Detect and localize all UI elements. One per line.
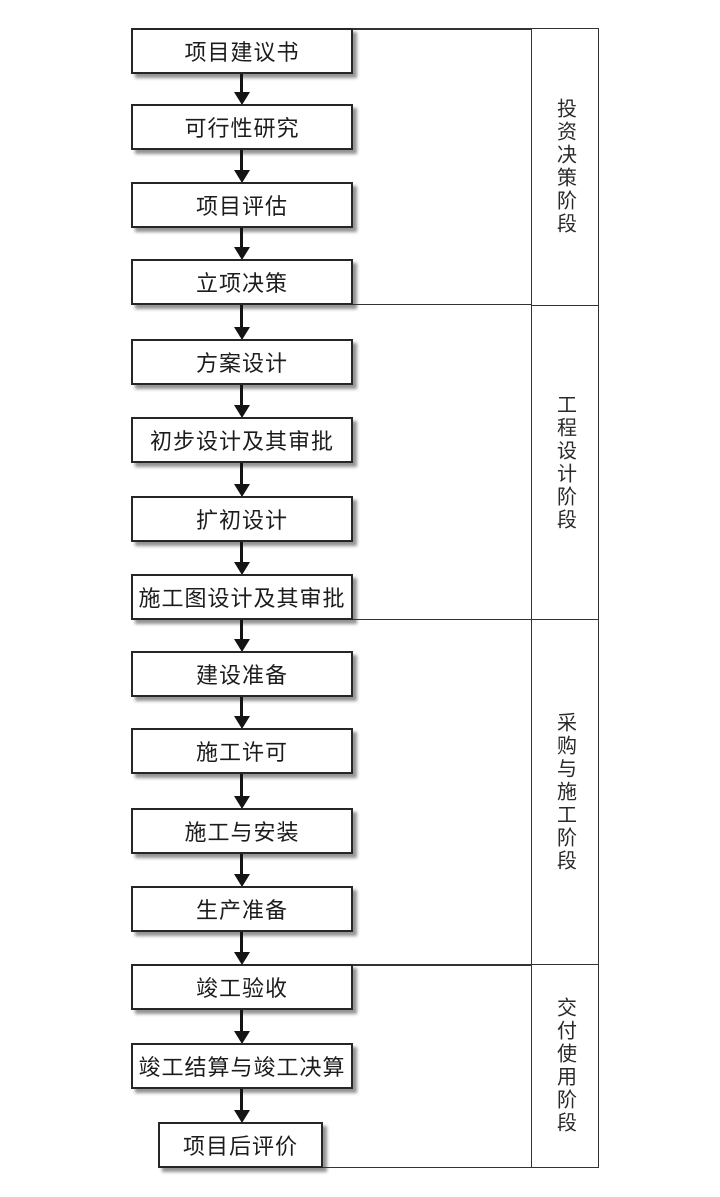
down-arrow-icon bbox=[240, 542, 243, 574]
down-arrow-icon bbox=[240, 1010, 243, 1043]
flow-step-label: 建设准备 bbox=[195, 663, 288, 688]
flow-step-label: 项目后评价 bbox=[182, 1134, 298, 1159]
down-arrow-icon bbox=[240, 1089, 243, 1122]
down-arrow-icon bbox=[240, 463, 243, 496]
phase-label: 投资决策阶段 bbox=[553, 98, 576, 236]
flow-step-box-14: 竣工结算与竣工决算 bbox=[131, 1043, 353, 1089]
flow-step-box-1: 项目建议书 bbox=[131, 28, 353, 74]
phase-connector-line bbox=[353, 618, 531, 620]
flow-step-label: 竣工验收 bbox=[195, 976, 288, 1001]
down-arrow-icon bbox=[240, 150, 243, 182]
down-arrow-icon bbox=[240, 74, 243, 104]
flow-step-box-5: 方案设计 bbox=[131, 339, 353, 385]
flow-step-box-4: 立项决策 bbox=[131, 259, 353, 305]
flow-step-label: 项目建议书 bbox=[184, 40, 300, 65]
phase-label: 交付使用阶段 bbox=[553, 997, 576, 1135]
flow-step-box-3: 项目评估 bbox=[131, 182, 353, 228]
flow-step-label: 竣工结算与竣工决算 bbox=[138, 1055, 346, 1080]
flow-step-label: 项目评估 bbox=[195, 194, 288, 219]
down-arrow-icon bbox=[240, 774, 243, 808]
phase-connector-line bbox=[353, 303, 531, 305]
flow-step-label: 施工许可 bbox=[195, 740, 288, 765]
phase-connector-line bbox=[353, 28, 531, 30]
flow-step-label: 初步设计及其审批 bbox=[149, 429, 334, 454]
flow-step-box-10: 施工许可 bbox=[131, 728, 353, 774]
phase-section-procurement-construction: 采购与施工阶段 bbox=[532, 620, 598, 965]
flow-step-box-13: 竣工验收 bbox=[131, 964, 353, 1010]
flow-step-box-11: 施工与安装 bbox=[131, 808, 353, 854]
flow-step-box-8: 施工图设计及其审批 bbox=[131, 574, 353, 620]
flow-step-label: 可行性研究 bbox=[184, 116, 300, 141]
flow-step-box-2: 可行性研究 bbox=[131, 104, 353, 150]
phase-connector-line bbox=[323, 1166, 531, 1168]
phase-section-investment-decision: 投资决策阶段 bbox=[532, 29, 598, 306]
flow-step-box-7: 扩初设计 bbox=[131, 496, 353, 542]
phase-label: 工程设计阶段 bbox=[553, 393, 576, 532]
down-arrow-icon bbox=[240, 385, 243, 417]
down-arrow-icon bbox=[240, 305, 243, 339]
down-arrow-icon bbox=[240, 854, 243, 886]
flow-step-label: 立项决策 bbox=[195, 271, 288, 296]
phase-section-delivery-use: 交付使用阶段 bbox=[532, 965, 598, 1167]
phase-connector-line bbox=[353, 964, 531, 966]
flow-step-box-12: 生产准备 bbox=[131, 886, 353, 932]
down-arrow-icon bbox=[240, 932, 243, 964]
flow-step-label: 施工图设计及其审批 bbox=[138, 586, 346, 611]
phase-column: 投资决策阶段 工程设计阶段 采购与施工阶段 交付使用阶段 bbox=[531, 28, 599, 1168]
flow-step-box-15: 项目后评价 bbox=[158, 1122, 323, 1168]
phase-label: 采购与施工阶段 bbox=[553, 711, 576, 873]
flow-step-label: 生产准备 bbox=[195, 898, 288, 923]
flow-step-box-9: 建设准备 bbox=[131, 651, 353, 697]
down-arrow-icon bbox=[240, 697, 243, 728]
down-arrow-icon bbox=[240, 620, 243, 651]
flow-step-label: 方案设计 bbox=[195, 351, 288, 376]
flow-step-label: 扩初设计 bbox=[195, 508, 288, 533]
phase-section-engineering-design: 工程设计阶段 bbox=[532, 306, 598, 620]
flow-step-label: 施工与安装 bbox=[184, 820, 300, 845]
down-arrow-icon bbox=[240, 228, 243, 259]
flow-step-box-6: 初步设计及其审批 bbox=[131, 417, 353, 463]
